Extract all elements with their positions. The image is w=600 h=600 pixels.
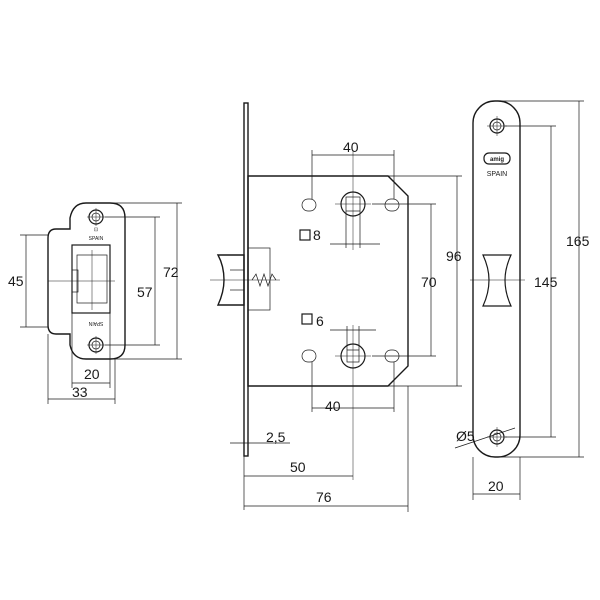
dimension-2-5: 2,5 [230,429,290,510]
dimension-strike-57: 57 [105,216,160,346]
case-slot-top-right [384,198,400,212]
dimension-top-40: 40 [311,139,395,199]
dim-faceplate-thickness: 2,5 [266,429,286,445]
brand-logo-text: amig [490,157,504,163]
dimension-strike-20: 20 [71,313,111,388]
dimension-faceplate-20: 20 [472,457,521,500]
brand-logo-icon [483,152,511,165]
dim-strike-total-height: 72 [163,264,179,280]
dim-faceplate-width: 20 [488,478,504,494]
dim-spindle-spacing: 70 [421,274,437,290]
dimension-50: 50 [244,459,353,477]
strike-logo-top: ⊡ [94,227,98,233]
faceplate-origin: SPAIN [487,171,508,178]
case-slot-bottom-left [301,349,317,363]
dim-square-8: 8 [313,227,321,243]
strike-plate: ⊡ SPAIN SPAIN [47,202,126,360]
latch-bolt [216,254,245,306]
lock-body [210,102,409,480]
dim-case-height: 96 [446,248,462,264]
dim-backset: 50 [290,459,306,475]
strike-origin-bottom: SPAIN [88,320,103,326]
dimension-strike-72: 72 [110,202,182,360]
dim-strike-total-width: 33 [72,384,88,400]
dimension-diameter-5: Ø5 [454,427,516,449]
faceplate-outline [472,100,521,458]
latch-spring [251,272,277,288]
square-6-callout: 6 [301,313,376,350]
dim-top-hole-spacing: 40 [343,139,359,155]
lock-case-outline [247,175,409,387]
dim-strike-width: 20 [84,366,100,382]
dim-square-6: 6 [316,313,324,329]
dimension-165: 165 [497,100,590,458]
faceplate: amig SPAIN [470,100,525,458]
square-6-icon [301,313,313,325]
dimension-145: 145 [505,125,558,438]
dim-strike-hole-spacing: 57 [137,284,153,300]
dim-screw-hole-diameter: Ø5 [456,428,475,444]
dim-faceplate-height: 165 [566,233,590,249]
dim-strike-height: 45 [8,273,24,289]
latch-housing [247,247,271,311]
faceplate-latch-opening [482,254,512,307]
square-8-icon [299,229,311,241]
dim-case-depth: 76 [316,489,332,505]
dimension-strike-33: 33 [47,334,116,404]
dimension-bottom-40: 40 [311,362,395,414]
dimension-strike-45: 45 [8,234,48,328]
dimension-96: 96 [388,175,462,387]
case-slot-top-left [301,198,317,212]
square-8-callout: 8 [299,211,380,248]
dim-bottom-hole-spacing: 40 [325,398,341,414]
dimension-70: 70 [372,203,437,357]
strike-origin-top: SPAIN [89,236,104,242]
dim-faceplate-hole-spacing: 145 [534,274,558,290]
dimension-76: 76 [244,386,409,512]
strike-plate-outline [47,202,126,360]
